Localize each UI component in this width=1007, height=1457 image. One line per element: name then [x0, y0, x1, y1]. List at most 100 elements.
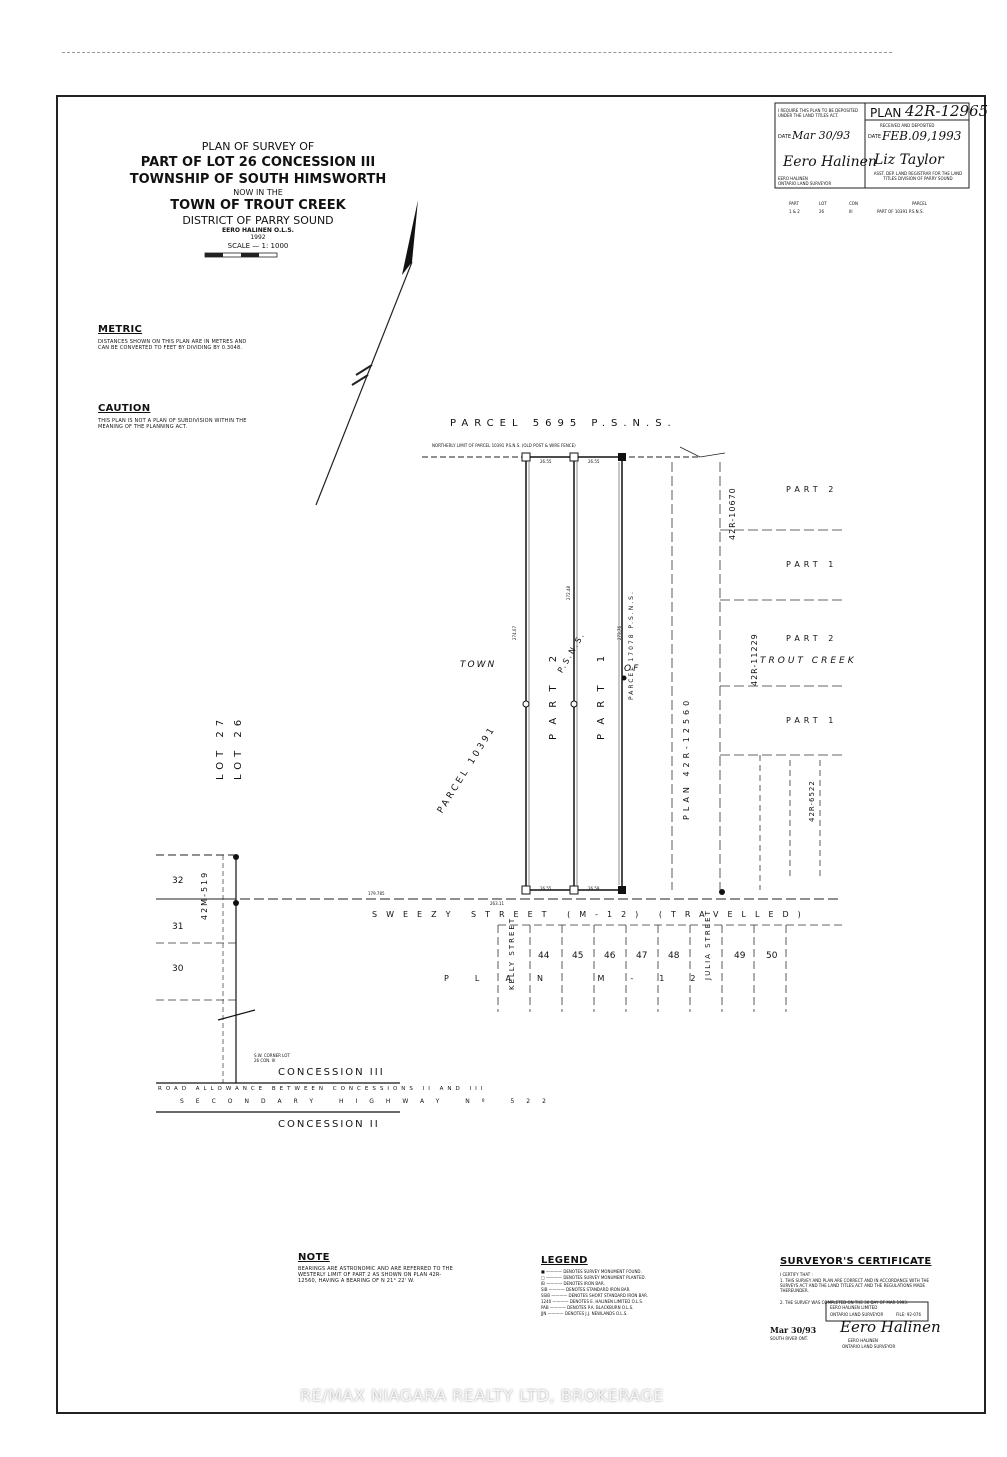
note-heading: NOTE: [298, 1252, 330, 1263]
schedule-cell-parcel: PART OF 10391 P.S.N.S.: [877, 209, 924, 214]
title-line-5: TOWN OF TROUT CREEK: [170, 198, 346, 213]
lot-47: 47: [636, 951, 648, 961]
require-deposit-text: I REQUIRE THIS PLAN TO BE DEPOSITED UNDE…: [778, 108, 859, 118]
legend-item: □ ———— DENOTES SURVEY MONUMENT PLANTED.: [541, 1275, 646, 1280]
dim-north-part1: 26.55: [588, 459, 600, 464]
title-year: 1992: [250, 234, 266, 241]
secondary-highway-label: SECONDARY HIGHWAY Nº 522: [180, 1098, 558, 1105]
certificate-title: ONTARIO LAND SURVEYOR: [842, 1344, 896, 1349]
received-date-label: DATE: [868, 134, 882, 140]
lot-49: 49: [734, 951, 746, 961]
part-1-right-b-label: PART 1: [786, 716, 838, 725]
deposit-date-handwritten: Mar 30/93: [792, 129, 851, 142]
part-2-right-label: PART 2: [786, 485, 838, 494]
legend-heading: LEGEND: [541, 1255, 588, 1266]
metric-heading: METRIC: [98, 324, 143, 335]
north-arrow-tick: [351, 374, 369, 386]
schedule-header-parcel: PARCEL: [912, 201, 928, 206]
concession-ii-label: CONCESSION II: [278, 1119, 380, 1130]
certificate-signature: Eero Halinen: [840, 1318, 941, 1336]
dim-west-part2: 274.07: [512, 626, 517, 640]
registrar-signature: Liz Taylor: [874, 152, 944, 168]
plan-42r-10670-label: 42R-10670: [728, 487, 737, 540]
schedule-cell-part: 1 & 2: [789, 209, 800, 214]
town-label: TOWN: [460, 660, 497, 670]
certificate-date: Mar 30/93: [770, 1325, 817, 1335]
dim-centre: 272.48: [566, 586, 571, 600]
scan-edge-line: [62, 52, 892, 53]
north-arrow-head: [402, 200, 418, 275]
legend-item: ■ ———— DENOTES SURVEY MONUMENT FOUND.: [541, 1269, 642, 1274]
title-line-4: NOW IN THE: [233, 188, 283, 197]
title-line-2: PART OF LOT 26 CONCESSION III: [140, 155, 376, 170]
plan-label: PLAN: [870, 106, 902, 120]
certificate-heading: SURVEYOR'S CERTIFICATE: [780, 1256, 932, 1267]
firm-title: ONTARIO LAND SURVEYOR: [830, 1312, 884, 1317]
schedule-header-lot: LOT: [819, 201, 827, 206]
concession-iii-label: CONCESSION III: [278, 1067, 385, 1078]
surveyor-title-top: ONTARIO LAND SURVEYOR: [778, 181, 832, 186]
certificate-line-1: 1. THIS SURVEY AND PLAN ARE CORRECT AND …: [780, 1278, 930, 1293]
title-scale: SCALE — 1: 1000: [227, 242, 289, 250]
schedule-header-part: PART: [789, 201, 799, 206]
left-lot-30: 30: [172, 964, 184, 974]
part-1-label: PART 1: [596, 645, 607, 740]
plan-number: 42R-12965: [905, 102, 989, 120]
left-lot-32: 32: [172, 876, 184, 886]
parcel-17078-label: PARCEL 17078 P.S.N.S.: [628, 590, 635, 700]
title-line-3: TOWNSHIP OF SOUTH HIMSWORTH: [129, 172, 387, 187]
date-label: DATE: [778, 134, 792, 140]
title-line-6: DISTRICT OF PARRY SOUND: [182, 214, 334, 227]
caution-text: THIS PLAN IS NOT A PLAN OF SUBDIVISION W…: [98, 418, 247, 430]
brokerage-watermark: RE/MAX NIAGARA REALTY LTD, BROKERAGE: [300, 1386, 665, 1405]
received-date: FEB.09,1993: [882, 129, 962, 143]
plan-42r-12560-label: PLAN 42R-12560: [682, 696, 691, 820]
part-1-right-label: PART 1: [786, 560, 838, 569]
legend-item: PAB ———— DENOTES P.A. BLACKBURN O.L.S.: [541, 1305, 634, 1310]
lot-48: 48: [668, 951, 680, 961]
schedule-cell-con: III: [849, 209, 853, 214]
note-text: BEARINGS ARE ASTRONOMIC AND ARE REFERRED…: [298, 1266, 453, 1284]
certificate-line-0: I CERTIFY THAT :: [780, 1272, 813, 1277]
survey-sheet-border: [56, 95, 986, 1414]
northerly-limit-label: NORTHERLY LIMIT OF PARCEL 10391 P.S.N.S.…: [432, 443, 576, 448]
firm-name: EERO HALINEN LIMITED: [830, 1305, 878, 1310]
julia-street-label: JULIA STREET: [704, 909, 712, 980]
parcel-5695-label: PARCEL 5695 P.S.N.S.: [450, 418, 677, 429]
dim-north-part2: 26.55: [540, 459, 552, 464]
legend-item: SIB ———— DENOTES STANDARD IRON BAR.: [541, 1287, 631, 1292]
dim-sweezy-east: 263.11: [490, 901, 504, 906]
certificate-line-2: 2. THE SURVEY WAS COMPLETED ON THE 30 DA…: [780, 1300, 909, 1305]
dim-east-part1: 273.76: [617, 626, 622, 640]
plan-42r-6522-label: 42R-6522: [808, 780, 816, 822]
road-allowance-label: ROAD ALLOWANCE BETWEEN CONCESSIONS II AN…: [158, 1086, 487, 1092]
dim-south-part1: 26.59: [588, 886, 600, 891]
dim-sweezy-west: 179.785: [368, 891, 385, 896]
lot-46: 46: [604, 951, 616, 961]
part-2-right-b-label: PART 2: [786, 634, 838, 643]
north-arrow-shaft: [315, 261, 413, 506]
title-line-1: PLAN OF SURVEY OF: [201, 140, 315, 153]
title-block-frame: [774, 102, 970, 189]
metric-text: DISTANCES SHOWN ON THIS PLAN ARE IN METR…: [98, 339, 247, 351]
dim-south-part2: 26.55: [540, 886, 552, 891]
plan-42m-519-label: 42M-519: [200, 870, 209, 920]
legend-item: SSIB ———— DENOTES SHORT STANDARD IRON BA…: [541, 1293, 649, 1298]
registrar-text: ASST. DEP. LAND REGISTRAR FOR THE LAND T…: [873, 171, 963, 181]
part-2-label: PART 2: [548, 645, 559, 740]
legend-item: 1240 ———— DENOTES E. HALINEN LIMITED O.L…: [541, 1299, 644, 1304]
schedule-cell-lot: 26: [819, 209, 825, 214]
trout-creek-label: TROUT CREEK: [760, 656, 857, 666]
lot-45: 45: [572, 951, 584, 961]
lot-44: 44: [538, 951, 550, 961]
certificate-place: SOUTH RIVER ONT.: [770, 1336, 808, 1341]
certificate-name: EERO HALINEN: [848, 1338, 878, 1343]
title-line-7: EERO HALINEN O.L.S.: [222, 227, 294, 234]
legend-item: JJN ———— DENOTES J.J. NEWLANDS O.L.S.: [541, 1311, 628, 1316]
north-arrow-tick: [355, 364, 373, 376]
legend-item: IB ———— DENOTES IRON BAR.: [541, 1281, 605, 1286]
lot-50: 50: [766, 951, 778, 961]
schedule-header-con: CON: [849, 201, 858, 206]
caution-heading: CAUTION: [98, 403, 151, 414]
plan-42r-11229-label: 42R-11229: [750, 633, 759, 686]
